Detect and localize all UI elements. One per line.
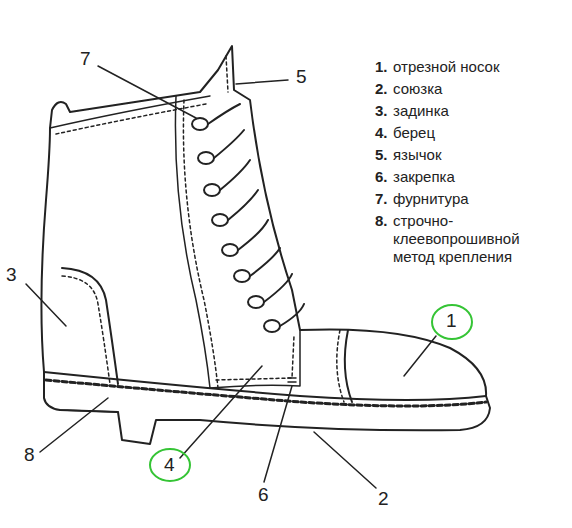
legend-number: 5. (375, 146, 388, 164)
highlight-circle (150, 449, 190, 481)
sole (44, 372, 490, 444)
vamp-seam (210, 330, 300, 388)
callout-number: 1 (446, 310, 457, 333)
legend-number: 4. (375, 124, 388, 142)
heel-line (60, 410, 118, 412)
legend-number: 8. (375, 212, 388, 230)
laces (208, 104, 304, 326)
callout-number: 4 (164, 454, 175, 477)
legend-text: берец (393, 124, 435, 142)
legend-text: задинка (393, 102, 449, 120)
legend-text: строчно-клеевопрошивной метод крепления (393, 212, 558, 266)
legend-number: 2. (375, 80, 388, 98)
toe-cap-seam (345, 330, 352, 402)
legend-number: 3. (375, 102, 388, 120)
tongue-stitch (226, 56, 228, 92)
callout-number: 5 (296, 66, 307, 89)
facing (175, 96, 210, 388)
legend-number: 1. (375, 58, 388, 76)
counter-seam (62, 268, 118, 384)
callout-number: 2 (378, 488, 389, 511)
bar-tack (288, 378, 296, 382)
facing-stitch (183, 100, 218, 388)
counter-stitch (62, 276, 110, 384)
legend-number: 6. (375, 168, 388, 186)
callout-number: 6 (258, 484, 269, 507)
callout-number: 8 (24, 444, 35, 467)
legend-text: отрезной носок (393, 58, 500, 76)
callout-number: 7 (80, 48, 91, 71)
toe-cap-stitch (337, 330, 344, 402)
legend-number: 7. (375, 190, 388, 208)
legend-text: язычок (393, 146, 442, 164)
highlight-circle (432, 305, 472, 339)
legend-text: закрепка (393, 168, 455, 186)
leader-lines (26, 66, 436, 488)
callout-number: 3 (6, 264, 17, 287)
legend-text: союзка (393, 80, 442, 98)
welt-stitch (46, 380, 486, 406)
legend-text: фурнитура (393, 190, 469, 208)
